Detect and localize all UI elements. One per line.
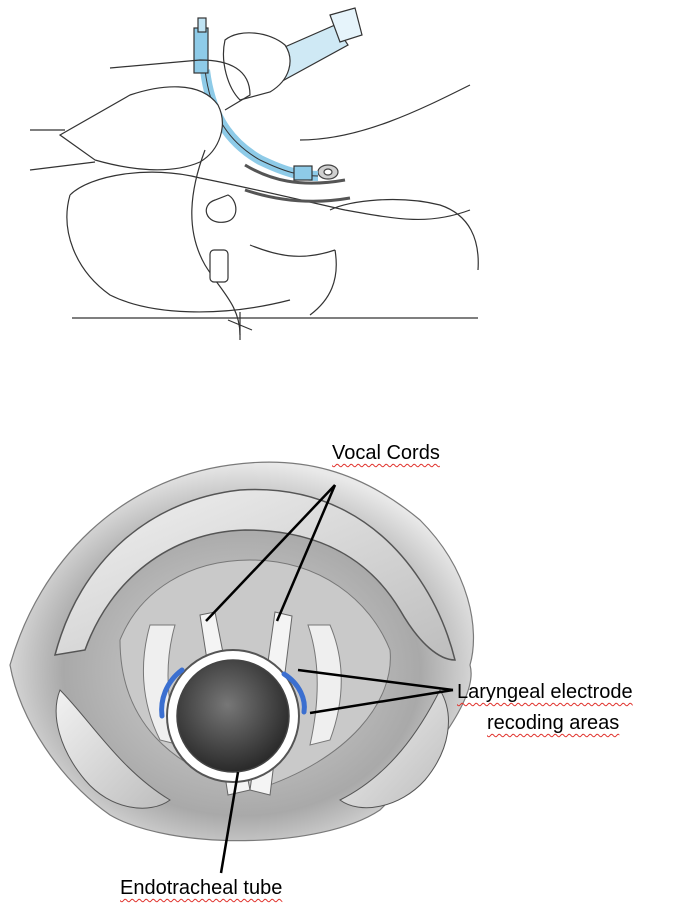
recording-areas-label: recoding areas <box>487 711 619 735</box>
endotracheal-tube-lumen <box>177 660 289 772</box>
hand-lower <box>60 87 222 170</box>
laryngeal-electrode-label: Laryngeal electrode <box>457 680 633 704</box>
patient-chin-outline <box>330 200 478 270</box>
patient-neck-line <box>310 250 336 315</box>
pilot-balloon <box>206 195 236 222</box>
vocal-cords-label: Vocal Cords <box>332 441 440 465</box>
laryngeal-view <box>10 462 473 841</box>
pilot-valve <box>210 250 228 282</box>
patient-forehead-line <box>300 85 470 140</box>
intubation-illustration <box>30 8 478 340</box>
patient-jaw-line <box>250 245 335 256</box>
arm-lower-2 <box>30 162 95 170</box>
patient-shoulder-outline <box>67 195 290 312</box>
endotracheal-tube-label: Endotracheal tube <box>120 876 282 900</box>
